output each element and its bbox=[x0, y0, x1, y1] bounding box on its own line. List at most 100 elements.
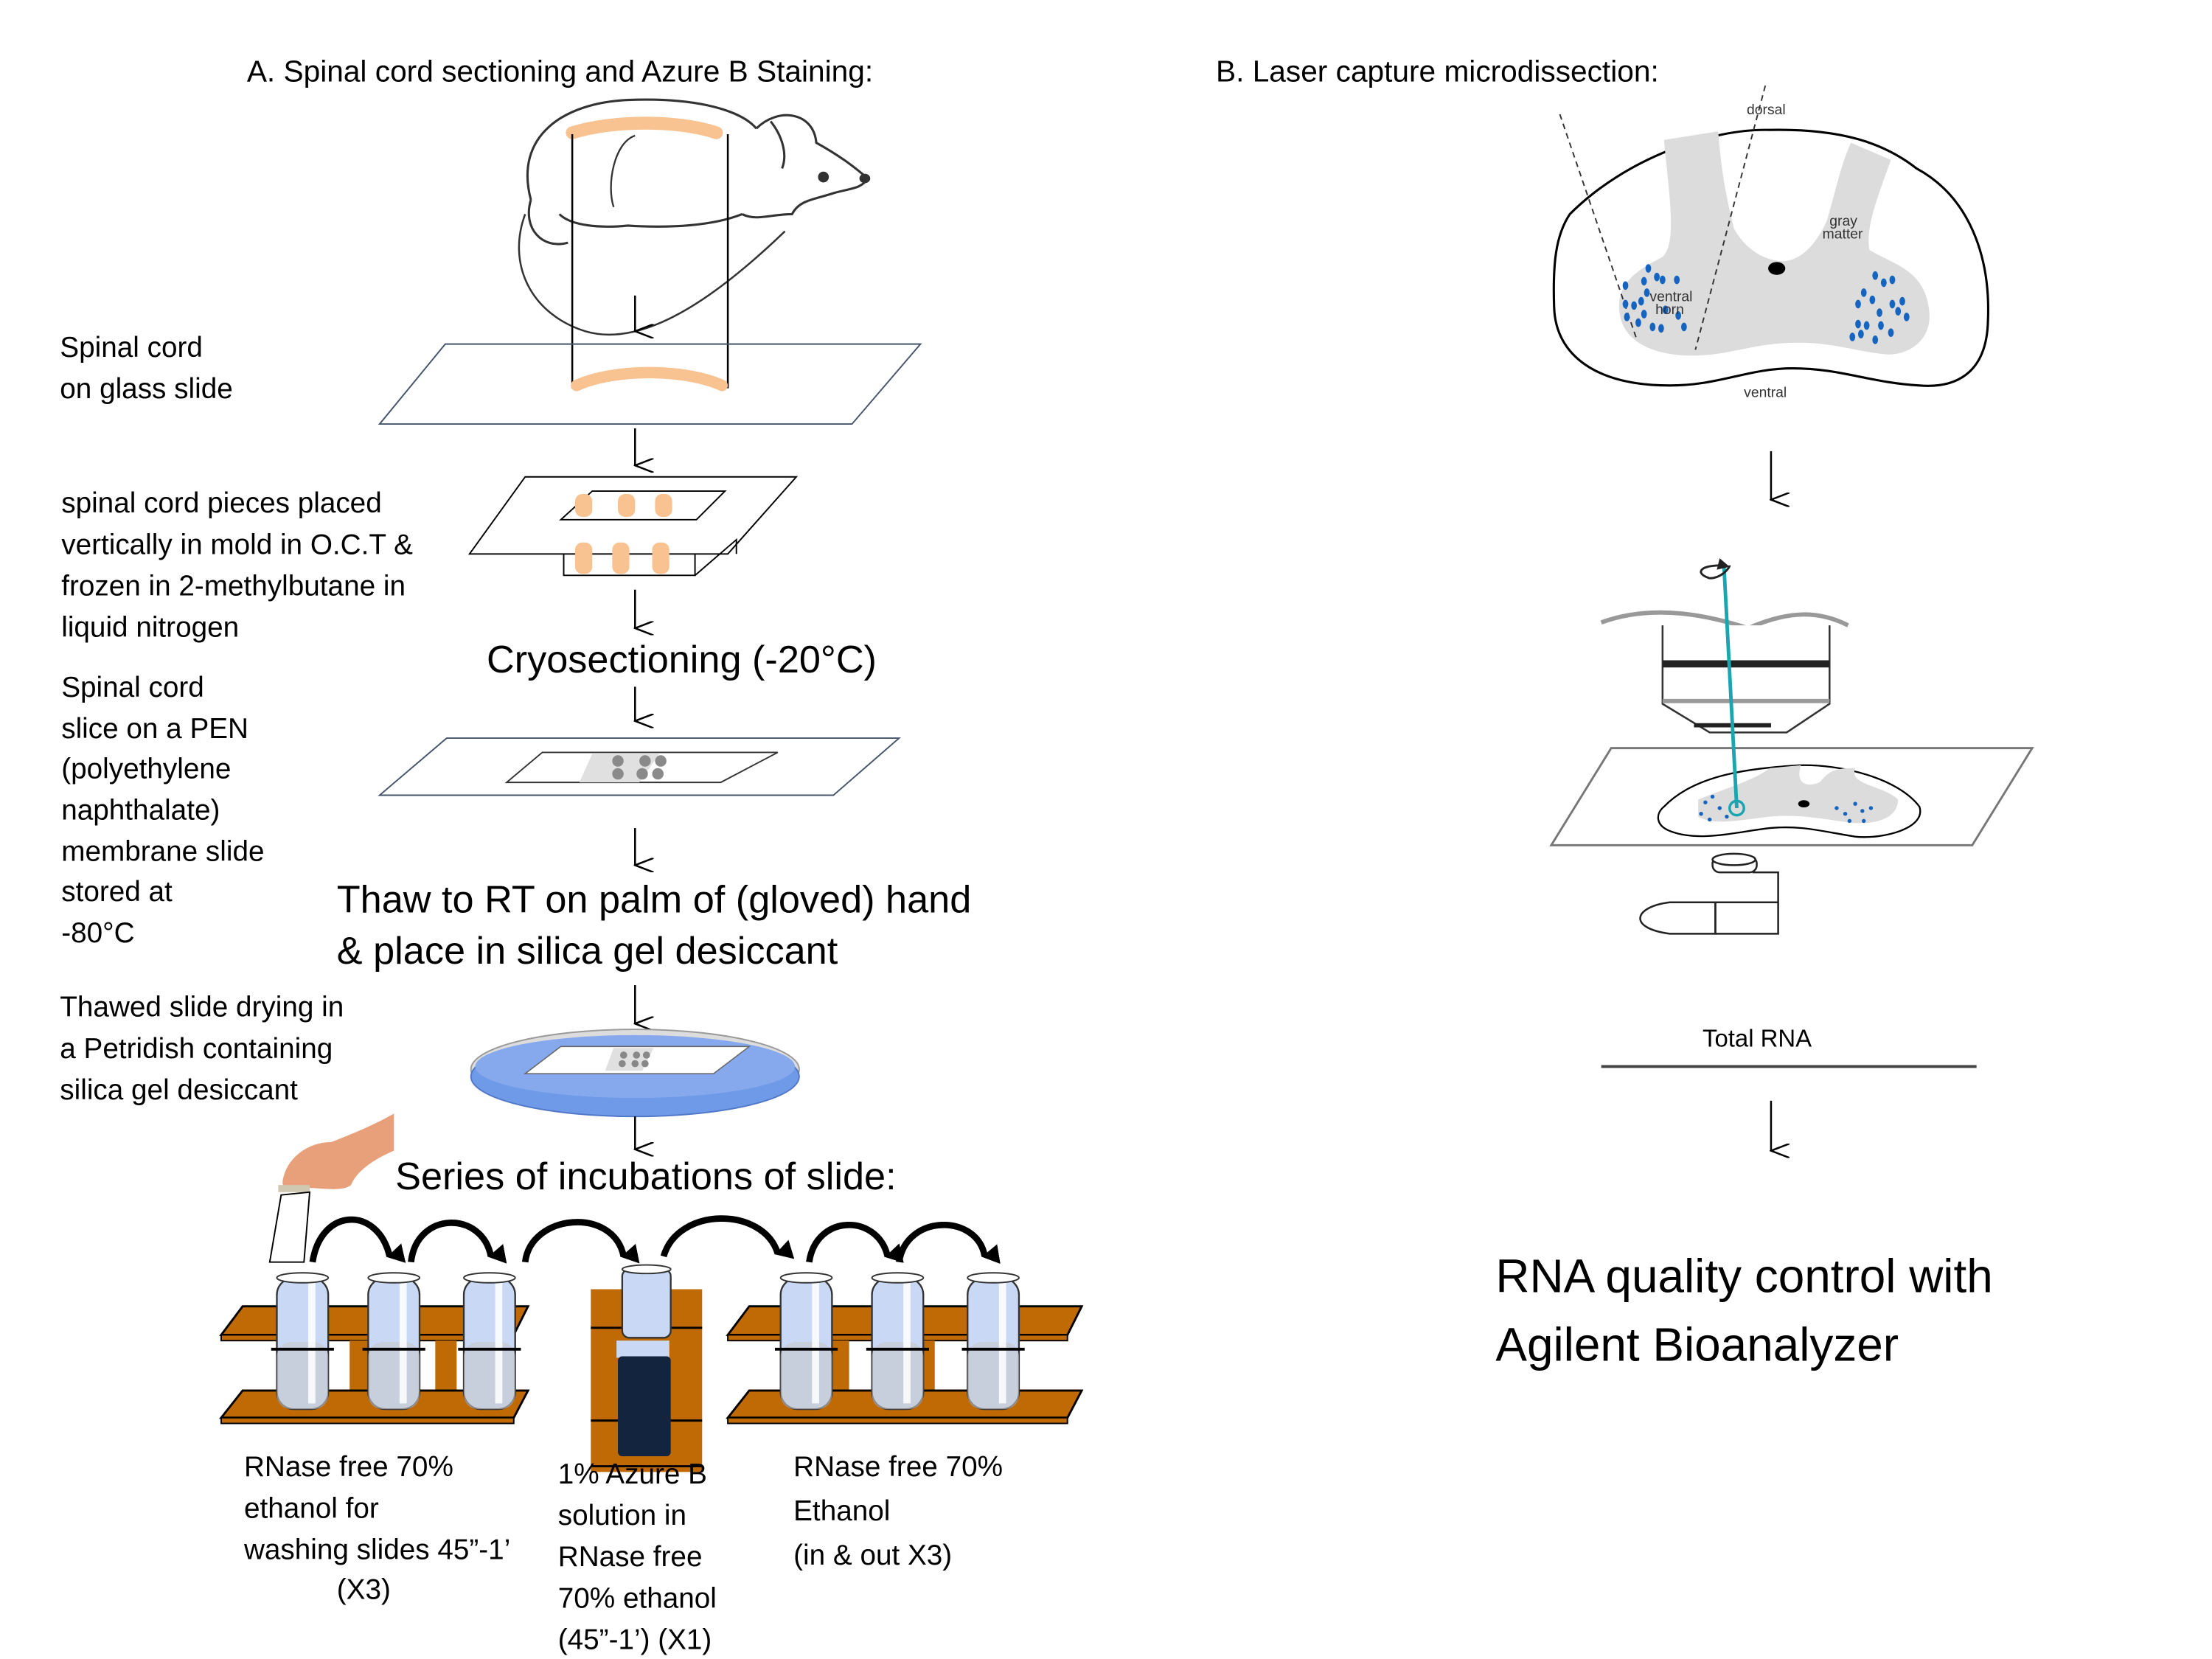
svg-text:Spinal cord: Spinal cord bbox=[60, 332, 203, 364]
transfer-arrows bbox=[309, 1215, 1001, 1265]
neuron-dot bbox=[1903, 313, 1910, 321]
svg-text:membrane slide: membrane slide bbox=[61, 836, 264, 868]
rna-quality-control-label: RNA quality control with Agilent Bioanal… bbox=[1495, 1249, 1992, 1371]
neuron-dot bbox=[1880, 278, 1887, 288]
pen-membrane-slide bbox=[378, 737, 901, 796]
svg-text:RNase free 70%: RNase free 70% bbox=[244, 1451, 453, 1483]
test-tube bbox=[362, 1272, 425, 1411]
svg-text:naphthalate): naphthalate) bbox=[61, 794, 220, 826]
label-rack-middle: 1% Azure B solution in RNase free 70% et… bbox=[558, 1458, 717, 1656]
svg-text:Thawed slide drying in: Thawed slide drying in bbox=[60, 992, 344, 1023]
neuron-dot bbox=[1889, 299, 1896, 309]
label-dorsal: dorsal bbox=[1747, 102, 1786, 118]
neuron-dot bbox=[1662, 305, 1669, 314]
svg-text:slice on a PEN: slice on a PEN bbox=[61, 713, 248, 745]
svg-text:RNA quality control with: RNA quality control with bbox=[1495, 1249, 1992, 1302]
svg-text:(X3): (X3) bbox=[337, 1574, 391, 1606]
neuron-dot bbox=[1675, 311, 1681, 320]
petri-dish bbox=[470, 1029, 800, 1118]
test-tube bbox=[774, 1272, 838, 1411]
neuron-dot bbox=[1860, 809, 1865, 813]
spinal-cord-on-slide bbox=[571, 366, 728, 392]
neuron-dot bbox=[1860, 288, 1867, 297]
svg-text:silica gel desiccant: silica gel desiccant bbox=[60, 1074, 298, 1106]
oct-mold bbox=[467, 476, 799, 577]
label-gray-matter: gray matter bbox=[1823, 213, 1863, 242]
test-tube bbox=[866, 1272, 929, 1411]
svg-text:Thaw to RT on palm of (gloved): Thaw to RT on palm of (gloved) hand bbox=[337, 878, 971, 921]
neuron-dot bbox=[1858, 330, 1864, 338]
step-series-of-incubations: Series of incubations of slide: bbox=[395, 1155, 896, 1198]
neuron-dot bbox=[1889, 275, 1896, 285]
neuron-dot bbox=[1849, 333, 1856, 341]
rack-azure-b bbox=[591, 1264, 703, 1472]
neuron-dot bbox=[1895, 307, 1902, 316]
step-cryosectioning: Cryosectioning (-20°C) bbox=[487, 639, 877, 681]
neuron-dot bbox=[1624, 313, 1630, 321]
spinal-cord-in-mouse bbox=[566, 116, 723, 139]
svg-text:Ethanol: Ethanol bbox=[793, 1495, 890, 1527]
step-thaw: Thaw to RT on palm of (gloved) hand & pl… bbox=[337, 878, 971, 973]
svg-text:spinal cord pieces placed: spinal cord pieces placed bbox=[61, 487, 382, 519]
svg-text:(polyethylene: (polyethylene bbox=[61, 753, 231, 785]
neuron-dot bbox=[1641, 276, 1647, 286]
test-tube bbox=[271, 1272, 334, 1411]
label-rack-left: RNase free 70% ethanol for washing slide… bbox=[243, 1451, 510, 1606]
neuron-dot bbox=[1899, 296, 1905, 306]
glass-slide bbox=[378, 343, 922, 425]
svg-text:gray: gray bbox=[1829, 213, 1857, 229]
neuron-dot bbox=[1708, 817, 1712, 822]
neuron-dot bbox=[1659, 275, 1666, 285]
svg-text:& place in silica gel desiccan: & place in silica gel desiccant bbox=[337, 930, 838, 973]
svg-text:RNase free: RNase free bbox=[558, 1541, 703, 1573]
neuron-dot bbox=[1878, 321, 1884, 330]
neuron-dot bbox=[1644, 288, 1650, 297]
svg-text:horn: horn bbox=[1655, 302, 1684, 318]
label-ventral: ventral bbox=[1744, 384, 1787, 400]
svg-text:Agilent Bioanalyzer: Agilent Bioanalyzer bbox=[1495, 1318, 1899, 1371]
neuron-dot bbox=[1862, 818, 1866, 824]
neuron-dot bbox=[1847, 818, 1852, 824]
azure-b-solution bbox=[618, 1356, 671, 1457]
svg-text:RNase free 70%: RNase free 70% bbox=[793, 1451, 1003, 1483]
laser-capture-microscope bbox=[1549, 558, 2034, 935]
hand-holding-slide bbox=[268, 1113, 394, 1263]
neuron-dot bbox=[1855, 319, 1861, 329]
neuron-dot bbox=[1710, 794, 1715, 799]
neuron-dot bbox=[1869, 295, 1876, 305]
svg-text:matter: matter bbox=[1823, 226, 1863, 242]
panel-a-title: A. Spinal cord sectioning and Azure B St… bbox=[247, 54, 873, 88]
neuron-dot bbox=[1622, 299, 1629, 309]
neuron-dot bbox=[1872, 271, 1879, 280]
test-tubes bbox=[271, 1272, 1025, 1411]
svg-text:liquid nitrogen: liquid nitrogen bbox=[61, 612, 239, 644]
label-rack-right: RNase free 70% Ethanol (in & out X3) bbox=[793, 1451, 1003, 1571]
svg-text:washing slides 45”-1’: washing slides 45”-1’ bbox=[243, 1534, 510, 1565]
neuron-dot bbox=[1658, 324, 1664, 333]
neuron-dot bbox=[1638, 296, 1644, 306]
svg-text:frozen in 2-methylbutane in: frozen in 2-methylbutane in bbox=[61, 570, 406, 602]
test-tube bbox=[458, 1272, 521, 1411]
label-ventral-horn: ventral horn bbox=[1649, 289, 1692, 318]
label-petri: Thawed slide drying in a Petridish conta… bbox=[60, 992, 344, 1106]
neuron-dot bbox=[1868, 806, 1874, 810]
neuron-dot bbox=[1853, 801, 1857, 806]
label-total-rna: Total RNA bbox=[1703, 1024, 1812, 1051]
svg-text:(in & out X3): (in & out X3) bbox=[793, 1540, 952, 1571]
svg-text:Spinal cord: Spinal cord bbox=[61, 672, 204, 703]
spinal-cord-cross-section bbox=[1552, 85, 1990, 387]
neuron-dot bbox=[1681, 322, 1687, 332]
svg-text:stored at: stored at bbox=[61, 876, 173, 908]
svg-text:vertically in mold in O.C.T &: vertically in mold in O.C.T & bbox=[61, 529, 413, 560]
neuron-dot bbox=[1703, 800, 1708, 804]
neuron-dot bbox=[1641, 310, 1647, 319]
svg-text:ventral: ventral bbox=[1649, 289, 1692, 305]
test-tube bbox=[961, 1272, 1025, 1411]
neuron-dot bbox=[1863, 321, 1870, 330]
neuron-dot bbox=[1834, 806, 1839, 810]
neuron-dot bbox=[1843, 811, 1848, 816]
svg-text:solution in: solution in bbox=[558, 1500, 686, 1531]
svg-text:1% Azure B: 1% Azure B bbox=[558, 1458, 707, 1490]
neuron-dot bbox=[1872, 335, 1879, 344]
neuron-dot bbox=[1631, 301, 1637, 310]
